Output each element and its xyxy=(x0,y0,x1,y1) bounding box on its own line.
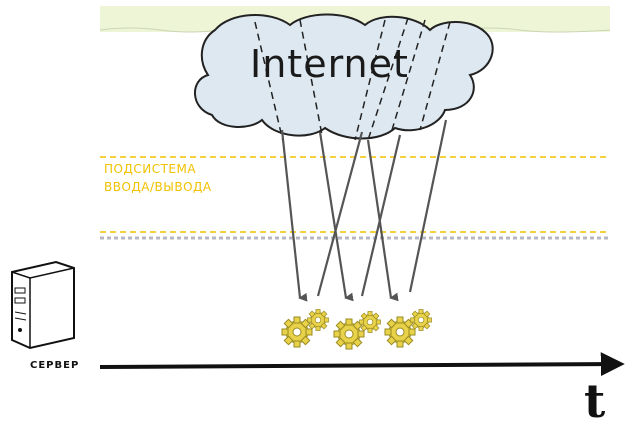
cloud-dashes xyxy=(254,17,451,151)
time-axis xyxy=(99,352,625,377)
gear-icon xyxy=(307,309,329,331)
arrow-icon xyxy=(318,131,354,302)
cloud-icon xyxy=(194,13,494,140)
arrow-icon xyxy=(280,129,308,302)
time-axis-label: t xyxy=(584,374,606,428)
gear-icon xyxy=(359,311,381,333)
io-subsystem-label: ПОДСИСТЕМА ВВОДА/ВЫВОДА xyxy=(104,160,274,196)
server-icon xyxy=(11,260,75,350)
arrow-line xyxy=(360,134,402,297)
io-label-line1: ПОДСИСТЕМА xyxy=(104,162,197,176)
gear-icon xyxy=(410,309,432,331)
cloud-label: Internet xyxy=(250,42,409,86)
io-label-line2: ВВОДА/ВЫВОДА xyxy=(104,180,212,194)
arrow-line xyxy=(316,131,364,297)
server-label: СЕРВЕР xyxy=(30,360,80,371)
request-arrows xyxy=(280,119,448,302)
arrow-line xyxy=(408,119,448,293)
